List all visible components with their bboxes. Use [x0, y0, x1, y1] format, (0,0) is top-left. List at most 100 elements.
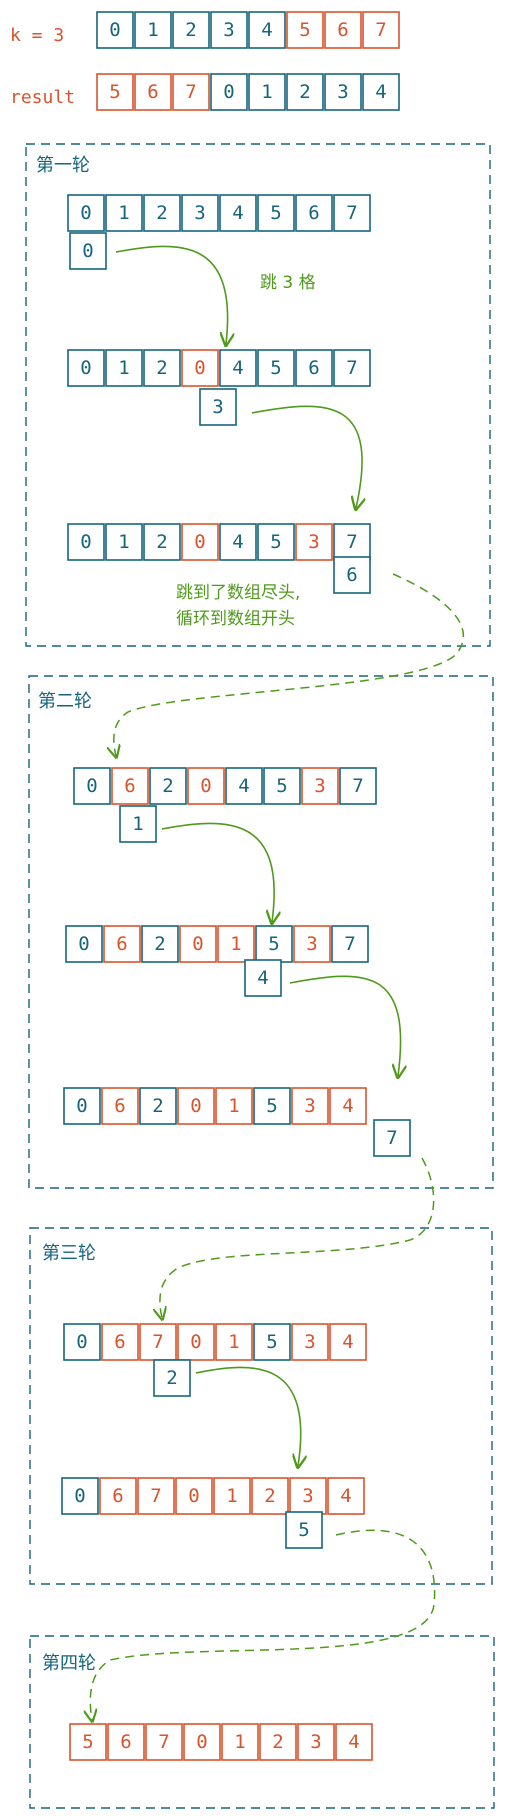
- cell-value: 3: [304, 1331, 315, 1353]
- cell-box: [63, 1323, 101, 1361]
- cell-box: [67, 349, 105, 387]
- round4-title: 第四轮: [42, 1653, 96, 1674]
- cell-value: 3: [304, 1095, 315, 1117]
- cell-value: 2: [154, 933, 165, 955]
- round2-step3-array-cell-5: 5: [253, 1087, 291, 1125]
- cell-box: [217, 925, 255, 963]
- cell-box: [225, 767, 263, 805]
- cell-box: [143, 523, 181, 561]
- cell-box: [301, 767, 339, 805]
- round1-step2-array-cell-2: 2: [143, 349, 181, 387]
- header-array-result-cell-5: 2: [286, 73, 324, 111]
- cell-value: 1: [230, 933, 241, 955]
- cell-value: 3: [308, 531, 319, 553]
- round1-step2-array-cell-4: 4: [219, 349, 257, 387]
- header-array-result-cell-7: 4: [362, 73, 400, 111]
- round3-step2-array-cell-3: 0: [175, 1477, 213, 1515]
- cell-value: 4: [232, 531, 243, 553]
- cell-box: [69, 1723, 107, 1761]
- round2-step1-array-cell-2: 2: [149, 767, 187, 805]
- cell-value: 0: [223, 81, 234, 103]
- wrap-arrow-round1-to-round2: [114, 573, 465, 756]
- round1-step3-array-cell-4: 4: [219, 523, 257, 561]
- round4-frame: [29, 1635, 495, 1809]
- cell-value: 3: [194, 202, 205, 224]
- cell-value: 1: [226, 1485, 237, 1507]
- cell-box: [139, 1323, 177, 1361]
- cell-box: [181, 349, 219, 387]
- cell-box: [139, 1087, 177, 1125]
- cell-box: [73, 767, 111, 805]
- round2-step2-array-cell-4: 1: [217, 925, 255, 963]
- cell-box: [293, 925, 331, 963]
- cell-box: [219, 523, 257, 561]
- cell-box: [333, 556, 371, 594]
- cell-value: 2: [264, 1485, 275, 1507]
- header-array-result-cell-0: 5: [96, 73, 134, 111]
- round1-step1-array-cell-6: 6: [295, 194, 333, 232]
- round2-step2-array-cell-7: 7: [331, 925, 369, 963]
- cell-value: 4: [238, 775, 249, 797]
- jump-arrow-round2-a: [161, 822, 274, 922]
- cell-box: [329, 1087, 367, 1125]
- cell-box: [257, 523, 295, 561]
- cell-box: [143, 349, 181, 387]
- cell-box: [362, 73, 400, 111]
- cell-value: 6: [308, 357, 319, 379]
- round2-step3-array-cell-6: 3: [291, 1087, 329, 1125]
- cell-value: 0: [190, 1331, 201, 1353]
- round1-step2-array-cell-7: 7: [333, 349, 371, 387]
- cell-value: 2: [166, 1367, 177, 1389]
- cell-value: 6: [337, 19, 348, 41]
- cell-box: [219, 349, 257, 387]
- cell-box: [362, 11, 400, 49]
- cell-box: [335, 1723, 373, 1761]
- round2-step1-array-cell-4: 4: [225, 767, 263, 805]
- round3-step1-array-cell-0: 0: [63, 1323, 101, 1361]
- round4-final-array-cell-4: 1: [221, 1723, 259, 1761]
- cell-value: 5: [298, 1519, 309, 1541]
- temp-value-6: 6: [333, 556, 371, 594]
- cell-value: 1: [228, 1331, 239, 1353]
- cell-box: [183, 1723, 221, 1761]
- cell-value: 5: [276, 775, 287, 797]
- cell-value: 0: [194, 531, 205, 553]
- round1-step1-array-cell-2: 2: [143, 194, 181, 232]
- round1-step1-array-cell-1: 1: [105, 194, 143, 232]
- cell-value: 3: [223, 19, 234, 41]
- cell-box: [99, 1477, 137, 1515]
- round4-final-array-cell-5: 2: [259, 1723, 297, 1761]
- cell-value: 7: [386, 1127, 397, 1149]
- cell-box: [65, 925, 103, 963]
- round3-step2-array-cell-6: 3: [289, 1477, 327, 1515]
- cell-box: [329, 1323, 367, 1361]
- round2-step1-array-cell-7: 7: [339, 767, 377, 805]
- cell-value: 6: [112, 1485, 123, 1507]
- cell-box: [324, 11, 362, 49]
- cell-value: 1: [234, 1731, 245, 1753]
- cell-box: [253, 1087, 291, 1125]
- wrap-note-line1: 跳到了数组尽头,: [176, 583, 300, 603]
- round1-step1-array-cell-3: 3: [181, 194, 219, 232]
- cell-value: 3: [314, 775, 325, 797]
- cell-box: [153, 1359, 191, 1397]
- cell-value: 0: [86, 775, 97, 797]
- cell-box: [215, 1323, 253, 1361]
- cell-value: 7: [346, 202, 357, 224]
- cell-value: 0: [80, 357, 91, 379]
- cell-value: 0: [80, 531, 91, 553]
- cell-value: 5: [299, 19, 310, 41]
- cell-value: 4: [340, 1485, 351, 1507]
- round4-final-array-cell-2: 7: [145, 1723, 183, 1761]
- round2-title: 第二轮: [38, 691, 92, 712]
- cell-box: [295, 523, 333, 561]
- cell-box: [181, 194, 219, 232]
- cell-box: [257, 349, 295, 387]
- cell-value: 3: [302, 1485, 313, 1507]
- round1-step1-array-cell-0: 0: [67, 194, 105, 232]
- cell-value: 0: [80, 202, 91, 224]
- cell-box: [297, 1723, 335, 1761]
- cell-box: [69, 232, 107, 270]
- round2-step2-array-cell-0: 0: [65, 925, 103, 963]
- header-array-k-cell-0: 0: [96, 11, 134, 49]
